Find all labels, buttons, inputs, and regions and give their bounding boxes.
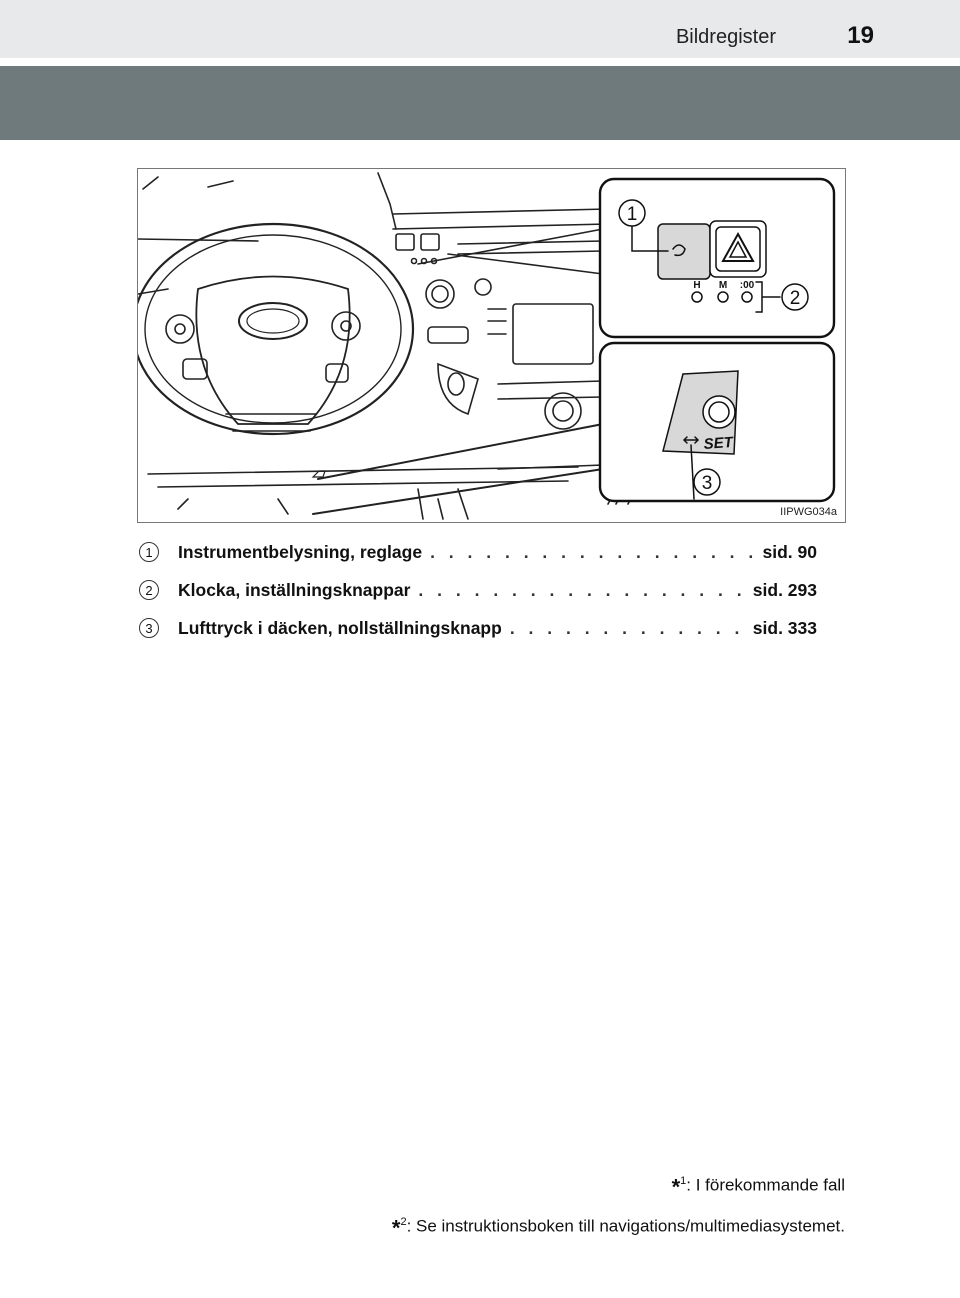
leader-dots: . . . . . . . . . . . . . . . . . . . . …	[430, 541, 754, 562]
footnote-text: : I förekommande fall	[686, 1175, 845, 1195]
list-item: 3 Lufttryck i däcken, nollställningsknap…	[137, 609, 817, 647]
item-number: 3	[139, 618, 159, 638]
footnote-1: *1: I förekommande fall	[392, 1164, 845, 1205]
item-text: Instrumentbelysning, reglage	[178, 541, 423, 562]
figure-id: IIPWG034a	[778, 506, 839, 518]
leader-dots: . . . . . . . . . . . . . . . . . . . . …	[509, 617, 745, 638]
clock-label-00: :00	[740, 280, 755, 291]
footnote-number: 2	[400, 1215, 407, 1228]
header-band	[0, 66, 960, 140]
set-label: SET	[703, 434, 735, 453]
dashboard-drawing: 1 2 3 H M :00 SET	[138, 172, 836, 520]
item-page-link[interactable]: sid. 333	[752, 617, 817, 638]
clock-label-m: M	[719, 280, 727, 291]
item-page-link[interactable]: sid. 90	[762, 541, 817, 562]
item-number: 2	[139, 580, 159, 600]
item-text: Klocka, inställningsknappar	[178, 579, 411, 600]
callout-3: 3	[702, 473, 713, 494]
footnote-mark: *	[391, 1215, 401, 1241]
footnote-number: 1	[680, 1175, 687, 1187]
list-item: 1 Instrumentbelysning, reglage . . . . .…	[137, 533, 817, 571]
callout-2: 2	[790, 288, 801, 309]
item-number: 1	[139, 542, 159, 562]
item-text: Lufttryck i däcken, nollställningsknapp	[178, 617, 502, 638]
section-title: Bildregister	[675, 26, 776, 48]
dashboard-illustration: 1 2 3 H M :00 SET IIPWG034a	[137, 168, 846, 523]
leader-dots: . . . . . . . . . . . . . . . . . . . . …	[418, 579, 744, 600]
item-page-link[interactable]: sid. 293	[752, 579, 817, 600]
footnote-2: *2: Se instruktionsboken till navigation…	[392, 1205, 845, 1246]
page-number: 19	[847, 22, 874, 49]
clock-label-h: H	[693, 280, 700, 291]
reference-list: 1 Instrumentbelysning, reglage . . . . .…	[137, 533, 817, 647]
footnote-text: : Se instruktionsboken till navigations/…	[406, 1216, 845, 1236]
callout-1: 1	[627, 204, 638, 225]
footnote-mark: *	[671, 1174, 681, 1200]
footnotes: *1: I förekommande fall *2: Se instrukti…	[392, 1164, 845, 1245]
header-bar: Bildregister 19	[0, 0, 960, 58]
list-item: 2 Klocka, inställningsknappar . . . . . …	[137, 571, 817, 609]
